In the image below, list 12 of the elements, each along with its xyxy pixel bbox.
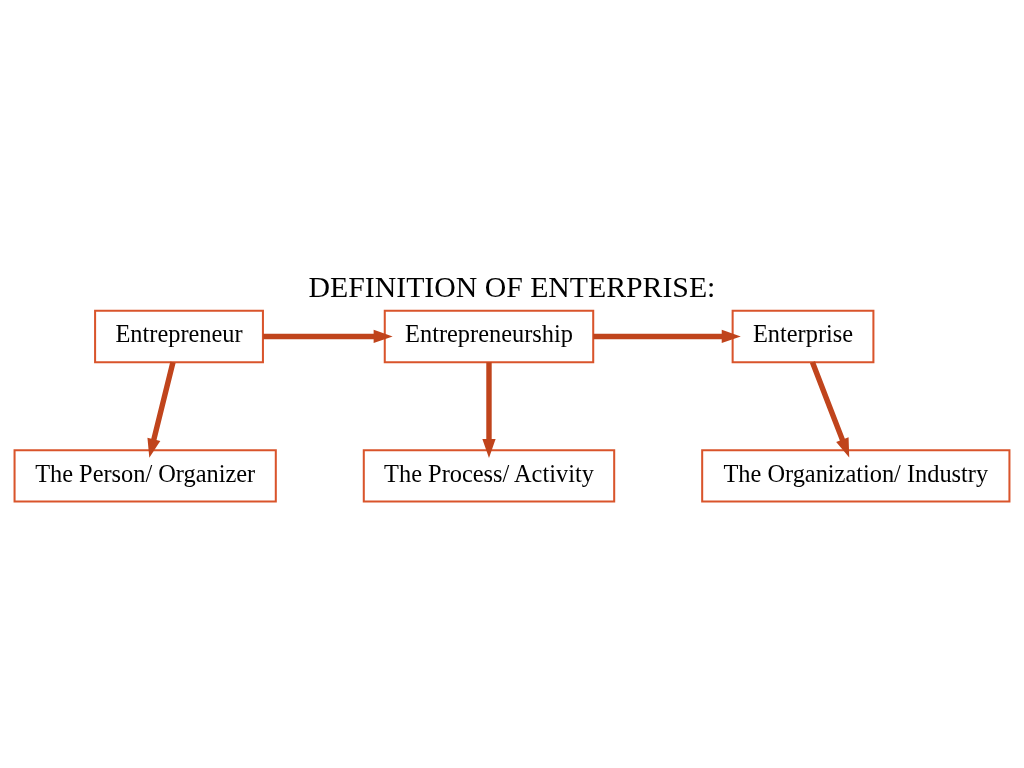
node-box: Entrepreneurship — [383, 309, 595, 363]
node-box: Entrepreneur — [94, 309, 264, 363]
node-box: The Person/ Organizer — [13, 448, 277, 503]
node-box: The Organization/ Industry — [701, 448, 1011, 503]
node-box: The Process/ Activity — [362, 448, 616, 503]
diagram-title: DEFINITION OF ENTERPRISE: — [308, 269, 716, 303]
arrow — [809, 360, 850, 457]
arrow — [482, 361, 496, 458]
arrow — [263, 329, 393, 343]
arrow — [147, 361, 176, 458]
arrow — [593, 329, 741, 343]
node-box: Enterprise — [731, 309, 875, 363]
